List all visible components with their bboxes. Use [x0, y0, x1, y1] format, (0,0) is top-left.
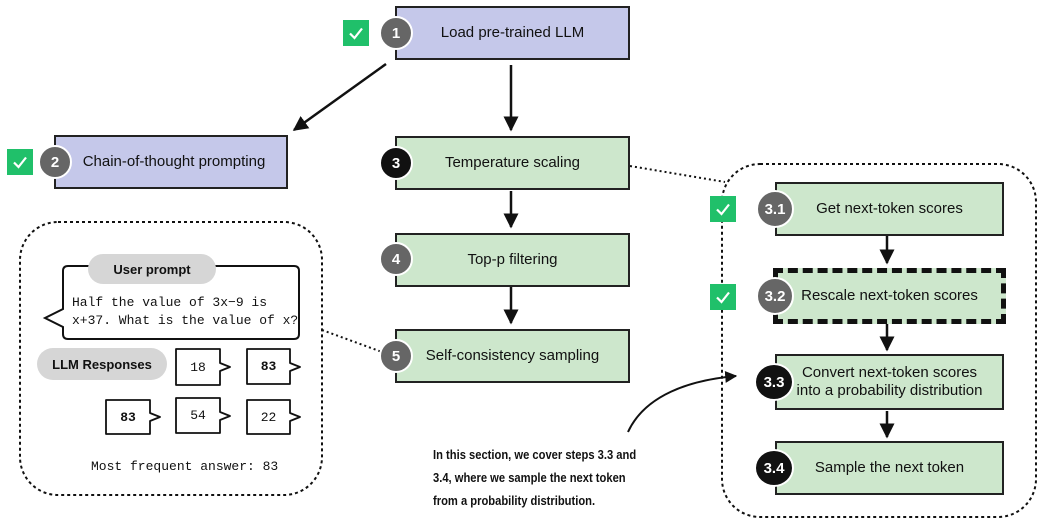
substep-3-2-badge: 3.2	[756, 277, 794, 315]
llm-responses-pill: LLM Responses	[37, 348, 167, 380]
check-icon	[7, 149, 33, 175]
prompt-text-line2: x+37. What is the value of x?	[72, 313, 299, 328]
step-4-box: Top-p filtering	[395, 233, 630, 287]
response-value: 54	[190, 408, 206, 423]
check-icon	[710, 196, 736, 222]
example-panel-outline	[19, 221, 323, 496]
response-bubble-1	[175, 348, 231, 386]
step-2-label: Chain-of-thought prompting	[82, 153, 266, 170]
leader-example-to-5	[321, 329, 383, 353]
most-frequent-answer: Most frequent answer: 83	[91, 459, 279, 474]
substep-3-2-label: Rescale next-token scores	[801, 287, 978, 304]
note-pointer-arrow	[627, 370, 738, 433]
prompt-text-line1: Half the value of 3x−9 is	[72, 295, 268, 310]
step-4-label: Top-p filtering	[467, 251, 558, 268]
substep-3-3-badge: 3.3	[754, 363, 794, 401]
step-2-badge: 2	[38, 145, 72, 179]
user-prompt-bubble	[42, 265, 300, 340]
substep-3-1-badge: 3.1	[756, 190, 794, 228]
substep-3-1-box: Get next-token scores	[775, 182, 1004, 236]
substep-3-3-label-line1: Convert next-token scores	[801, 364, 978, 381]
substep-3-1-label: Get next-token scores	[816, 200, 963, 217]
section-note-line2: 3.4, where we sample the next token	[433, 470, 626, 485]
substeps-panel-outline	[721, 163, 1037, 518]
substep-3-4-label: Sample the next token	[814, 459, 965, 476]
response-bubble-3	[105, 399, 161, 435]
step-1-label: Load pre-trained LLM	[440, 24, 585, 41]
section-note: In this section, we cover steps 3.3 and …	[433, 443, 636, 512]
substep-3-3-box: Convert next-token scores into a probabi…	[775, 354, 1004, 410]
step-3-box: Temperature scaling	[395, 136, 630, 190]
step-3-badge: 3	[379, 146, 413, 180]
leader-3-to-substeps	[629, 165, 726, 183]
step-1-badge: 1	[379, 16, 413, 50]
check-icon	[343, 20, 369, 46]
section-note-line3: from a probability distribution.	[433, 493, 596, 508]
check-icon	[710, 284, 736, 310]
section-note-line1: In this section, we cover steps 3.3 and	[433, 447, 637, 462]
response-bubble-5	[246, 399, 301, 435]
step-5-badge: 5	[379, 339, 413, 373]
step-3-label: Temperature scaling	[444, 154, 581, 171]
response-value: 83	[260, 359, 277, 374]
substep-3-4-badge: 3.4	[754, 449, 794, 487]
step-5-label: Self-consistency sampling	[425, 347, 600, 364]
substep-3-4-box: Sample the next token	[775, 441, 1004, 495]
step-4-badge: 4	[379, 242, 413, 276]
arrow-1-to-2	[292, 62, 387, 132]
response-value: 18	[190, 359, 206, 375]
step-2-box: Chain-of-thought prompting	[54, 135, 288, 189]
user-prompt-pill: User prompt	[88, 254, 216, 284]
response-bubble-2	[246, 348, 301, 385]
response-value: 83	[120, 409, 136, 425]
step-5-box: Self-consistency sampling	[395, 329, 630, 383]
substep-3-2-box: Rescale next-token scores	[773, 268, 1006, 324]
response-bubble-4	[175, 397, 231, 434]
step-1-box: Load pre-trained LLM	[395, 6, 630, 60]
response-value: 22	[260, 409, 277, 425]
substep-3-3-label-line2: into a probability distribution	[796, 382, 983, 399]
